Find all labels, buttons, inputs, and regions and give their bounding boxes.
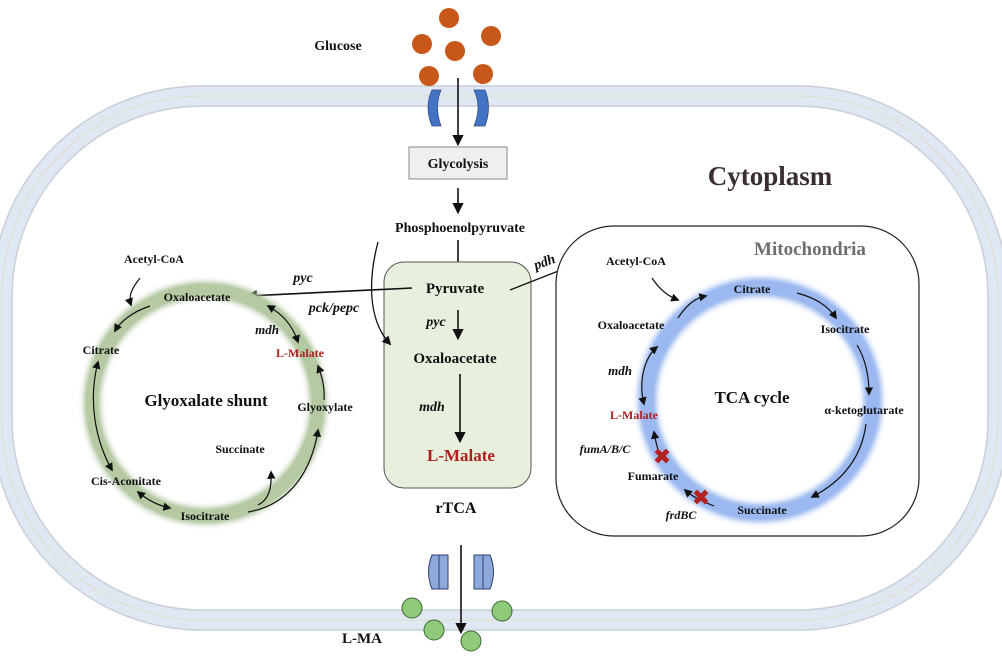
cytoplasm-title: Cytoplasm (708, 161, 833, 191)
lma-molecule (460, 630, 482, 652)
arrow-malate-oaa (638, 345, 659, 406)
glucose-molecule (419, 66, 439, 86)
glyoxylate-arrows (92, 277, 325, 513)
glyox-citrate: Citrate (83, 343, 120, 357)
rtca-mdh-label: mdh (419, 400, 445, 415)
arrow-glyoxylate-malate (316, 364, 325, 401)
mito-malate: L-Malate (610, 408, 659, 422)
mito-succinate: Succinate (737, 503, 787, 517)
mitochondria-title: Mitochondria (754, 239, 866, 260)
block-frd-icon (693, 489, 709, 505)
pep-label: Phosphoenolpyruvate (395, 221, 525, 236)
glyox-malate: L-Malate (276, 346, 325, 360)
arrow-pep-to-oaa (370, 241, 392, 346)
mito-oxaloacetate: Oxaloacetate (598, 318, 665, 332)
glyox-glyoxylate: Glyoxylate (297, 400, 353, 414)
rtca-pyruvate: Pyruvate (426, 281, 485, 297)
glucose-transporter-icon (427, 89, 489, 127)
arrow-akg-succinate (810, 423, 867, 498)
mito-frd-label: frdBC (666, 508, 698, 522)
arrow-oaa-malate (266, 305, 300, 344)
glucose-molecule (473, 64, 493, 84)
lma-molecules (401, 597, 513, 652)
mito-acetyl-coa: Acetyl-CoA (606, 254, 666, 268)
glucose-molecule (445, 41, 465, 61)
arrow-oaa-to-citrate (114, 305, 151, 333)
lma-exporter-icon (428, 554, 494, 590)
lma-molecule (401, 597, 423, 619)
arrow-isocitrate-succinate (257, 470, 276, 506)
glycolysis-label: Glycolysis (428, 157, 489, 172)
arrow-isocitrate-glyoxylate (247, 428, 322, 513)
glucose-molecule (412, 34, 432, 54)
lma-molecule (491, 600, 513, 622)
glycolysis-box (408, 146, 508, 180)
glucose-molecule (481, 26, 501, 46)
glyoxylate-ring-core (86, 284, 324, 522)
glyox-isocitrate: Isocitrate (181, 509, 230, 523)
lma-molecule (423, 619, 445, 641)
arrow-acetylcoa-in (651, 277, 680, 302)
arrow-pyruvate-to-glyoxylate-oaa (245, 287, 413, 302)
mito-fum-label: fumA/B/C (580, 442, 632, 456)
rtca-malate: L-Malate (427, 446, 495, 465)
glyoxylate-title: Glyoxalate shunt (144, 391, 268, 410)
glucose-molecules (412, 8, 501, 86)
rtca-box (383, 261, 532, 489)
glucose-label: Glucose (314, 39, 361, 54)
pyc-label: pyc (292, 271, 313, 286)
rtca-pyc-label: pyc (425, 315, 446, 330)
mito-isocitrate: Isocitrate (821, 322, 870, 336)
glyox-cis-aconitate: Cis-Aconitate (91, 474, 162, 488)
glucose-molecule (439, 8, 459, 28)
block-fum-icon (654, 448, 670, 464)
pck-pepc-label: pck/pepc (308, 301, 360, 316)
arrow-citrate-isocitrate (796, 292, 837, 320)
mito-citrate: Citrate (734, 282, 771, 296)
mito-akg: α-ketoglutarate (824, 403, 904, 417)
tca-title: TCA cycle (714, 388, 790, 407)
glyox-mdh-label: mdh (255, 322, 279, 337)
arrow-acetylcoa-in (124, 277, 141, 307)
arrow-oaa-citrate (677, 293, 708, 319)
rtca-oxaloacetate: Oxaloacetate (413, 351, 497, 367)
mito-mdh-label: mdh (608, 363, 632, 378)
arrow-cisaconitate-isocitrate (136, 490, 172, 511)
arrow-isocitrate-akg (856, 344, 874, 396)
tca-arrows (638, 277, 874, 507)
glyox-oxaloacetate: Oxaloacetate (164, 290, 231, 304)
mito-fumarate: Fumarate (628, 469, 679, 483)
glyox-succinate: Succinate (215, 442, 265, 456)
pdh-label: pdh (531, 252, 558, 274)
lma-label: L-MA (342, 631, 382, 647)
rtca-label: rTCA (436, 500, 477, 517)
arrow-citrate-cisaconitate (92, 360, 113, 472)
glyox-acetyl-coa: Acetyl-CoA (124, 252, 184, 266)
